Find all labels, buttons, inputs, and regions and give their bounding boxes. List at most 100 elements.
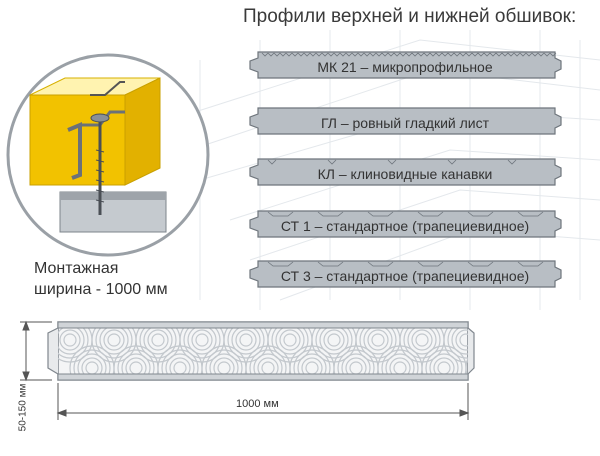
panel-core-pattern xyxy=(58,328,506,386)
panel-width-label: 1000 мм xyxy=(236,398,279,410)
core-swirl-ring xyxy=(235,329,257,351)
profile-bar-4 xyxy=(249,210,562,238)
core-swirl-ring xyxy=(482,362,494,374)
core-swirl-ring xyxy=(151,333,165,347)
core-swirl-ring xyxy=(363,328,393,355)
thickness-dimension xyxy=(20,320,52,382)
profile-label-st3: СТ 3 – стандартное (трапециевидное) xyxy=(280,268,530,284)
montage-line-1: Монтажная xyxy=(34,260,119,277)
montage-line-2: ширина - 1000 мм xyxy=(34,281,168,298)
core-swirl-ring xyxy=(147,329,169,351)
mounting-detail xyxy=(6,53,210,257)
profile-label-kl: КЛ – клиновидные канавки xyxy=(317,166,493,182)
core-swirl-ring xyxy=(143,328,173,355)
core-swirl-ring xyxy=(59,329,81,351)
profiles-heading: Профили верхней и нижней обшивок: xyxy=(243,6,577,27)
core-swirl-ring xyxy=(447,328,468,359)
panel-cross-section xyxy=(47,321,506,386)
profile-bars xyxy=(249,51,562,288)
profile-surface-texture xyxy=(267,159,517,165)
core-swirl-ring xyxy=(470,350,506,386)
core-swirl-ring xyxy=(437,361,451,374)
core-swirl-ring xyxy=(465,357,468,374)
core-swirl-ring xyxy=(478,358,498,378)
profile-bar-3 xyxy=(249,158,562,186)
core-swirl-ring xyxy=(271,328,309,359)
core-swirl-ring xyxy=(429,353,459,374)
core-swirl-ring xyxy=(425,349,463,374)
profile-bar-body xyxy=(249,158,562,186)
profile-bar-body xyxy=(249,260,562,288)
profile-bar-1 xyxy=(249,51,562,79)
core-swirl-ring xyxy=(121,353,151,374)
profile-label-gl: ГЛ – ровный гладкий лист xyxy=(320,115,490,131)
core-swirl-ring xyxy=(393,361,407,374)
profile-surface-texture xyxy=(267,261,544,267)
profile-label-mk21: МК 21 – микропрофильное xyxy=(317,59,493,75)
core-swirl-ring xyxy=(275,328,305,355)
core-swirl-ring xyxy=(183,328,221,359)
core-swirl-ring xyxy=(139,328,177,359)
core-swirl-ring xyxy=(58,328,89,359)
core-swirl-ring xyxy=(305,361,319,374)
core-swirl-ring xyxy=(403,328,441,359)
montage-width-label: Монтажная ширина - 1000 мм xyxy=(34,258,204,300)
core-swirl-ring xyxy=(231,328,261,355)
core-swirl-ring xyxy=(205,349,243,374)
profile-bar-body xyxy=(249,51,562,79)
core-swirl-ring xyxy=(261,361,275,374)
core-swirl-ring xyxy=(77,353,107,374)
core-swirl-ring xyxy=(253,353,283,374)
core-swirl-ring xyxy=(58,328,85,355)
core-swirl-ring xyxy=(345,357,367,374)
core-swirl-ring xyxy=(191,329,213,351)
core-swirl-ring xyxy=(125,357,147,374)
core-swirl-ring xyxy=(407,328,437,355)
core-swirl-ring xyxy=(85,361,99,374)
core-swirl-ring xyxy=(411,329,433,351)
core-swirl-ring xyxy=(249,349,287,374)
profile-bar-body xyxy=(249,107,562,135)
core-swirl-ring xyxy=(239,333,253,347)
core-swirl-ring xyxy=(371,333,385,347)
core-swirl-ring xyxy=(301,357,323,374)
core-swirl-ring xyxy=(433,357,455,374)
core-swirl-ring xyxy=(367,329,389,351)
core-swirl-ring xyxy=(187,328,217,355)
core-swirl-ring xyxy=(349,361,363,374)
profile-surface-texture xyxy=(261,52,557,57)
core-swirl-ring xyxy=(257,357,279,374)
core-swirl-ring xyxy=(173,361,187,374)
core-swirl-ring xyxy=(451,328,468,355)
core-swirl-ring xyxy=(283,333,297,347)
profile-bar-2 xyxy=(249,107,562,135)
core-swirl-ring xyxy=(95,328,133,359)
core-swirl-ring xyxy=(359,328,397,359)
core-swirl-ring xyxy=(107,333,121,347)
core-swirl-ring xyxy=(213,357,235,374)
core-swirl-ring xyxy=(129,361,143,374)
core-swirl-ring xyxy=(385,353,415,374)
core-swirl-ring xyxy=(341,353,371,374)
core-swirl-ring xyxy=(293,349,331,374)
core-swirl-ring xyxy=(73,349,111,374)
core-swirl-ring xyxy=(381,349,419,374)
core-swirl-ring xyxy=(315,328,353,359)
core-swirl-ring xyxy=(455,329,468,351)
core-swirl-ring xyxy=(217,361,231,374)
core-swirl-ring xyxy=(337,349,375,374)
core-swirl-ring xyxy=(323,329,345,351)
core-swirl-ring xyxy=(99,328,129,355)
core-swirl-ring xyxy=(279,329,301,351)
profile-bar-5 xyxy=(249,260,562,288)
profile-surface-texture xyxy=(267,211,544,217)
profile-label-st1: СТ 1 – стандартное (трапециевидное) xyxy=(280,218,530,234)
core-swirl-ring xyxy=(209,353,239,374)
core-swirl-ring xyxy=(227,328,265,359)
core-swirl-ring xyxy=(459,333,468,347)
profile-bar-body xyxy=(249,210,562,238)
core-swirl-ring xyxy=(327,333,341,347)
core-swirl-ring xyxy=(297,353,327,374)
core-swirl-ring xyxy=(103,329,125,351)
